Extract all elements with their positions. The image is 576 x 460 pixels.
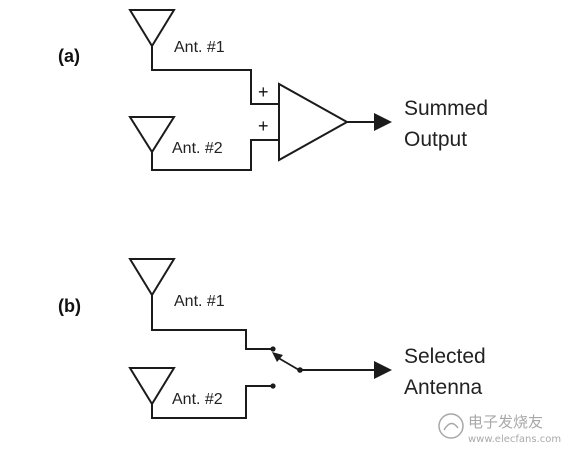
panel-a-output-arrow-icon <box>347 113 392 131</box>
panel-b-output-label-2: Antenna <box>404 376 483 399</box>
panel-a-label: (a) <box>58 46 80 66</box>
panel-a-plus-1: + <box>258 82 269 102</box>
panel-b-antenna-1-icon <box>128 258 276 352</box>
panel-a-antenna-1-icon <box>128 9 279 105</box>
watermark-logo-icon <box>438 413 464 439</box>
panel-a-output-label-1: Summed <box>404 97 488 120</box>
panel-a-antenna-1-label: Ant. #1 <box>174 39 225 56</box>
watermark-url: www.elecfans.com <box>468 434 561 445</box>
panel-b-output-arrow-icon <box>300 361 392 379</box>
panel-b-output-label-1: Selected <box>404 345 486 368</box>
panel-b: (b) Ant. #1 Ant. #2 Selected Antenna <box>58 258 486 419</box>
panel-a-plus-2: + <box>258 116 269 136</box>
panel-a-antenna-2-icon <box>128 116 279 171</box>
panel-a: (a) Ant. #1 Ant. #2 + + Summed Output <box>58 9 488 171</box>
summing-amplifier-icon <box>278 82 350 162</box>
panel-a-output-label-2: Output <box>404 128 467 151</box>
panel-b-antenna-1-label: Ant. #1 <box>174 293 225 310</box>
watermark-text: 电子发烧友 <box>468 413 543 431</box>
watermark: 电子发烧友 www.elecfans.com <box>438 413 561 445</box>
selector-switch-icon <box>272 352 303 373</box>
panel-b-label: (b) <box>58 296 81 316</box>
panel-b-antenna-2-label: Ant. #2 <box>172 391 223 408</box>
panel-b-antenna-2-icon <box>128 367 276 419</box>
panel-a-antenna-2-label: Ant. #2 <box>172 140 223 157</box>
